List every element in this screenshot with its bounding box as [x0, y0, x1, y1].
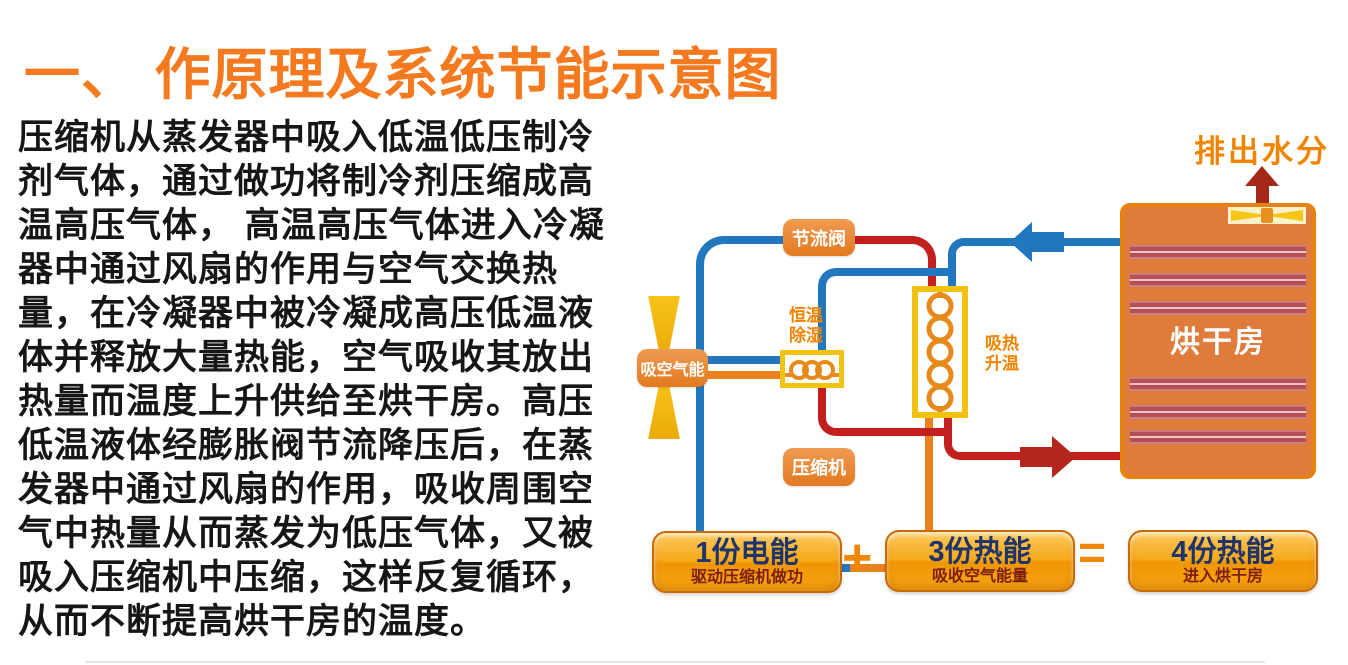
energy-button-heat-absorbed: 3份热能 吸收空气能量 — [885, 530, 1075, 592]
coil-icon — [926, 292, 954, 412]
drying-room-label: 烘干房 — [1170, 326, 1266, 359]
moisture-up-arrow-icon — [1242, 166, 1282, 207]
absorb-air-energy-label: 吸空气能 — [637, 349, 708, 387]
energy-title: 1份电能 — [695, 536, 799, 569]
page-title: 一、 作原理及系统节能示意图 — [24, 43, 782, 106]
inner-loop-red-pipe — [818, 360, 944, 436]
dehumidify-note: 恒温 除湿 — [789, 306, 823, 345]
room-stripe — [1130, 245, 1306, 259]
drying-room: 烘干房 — [1120, 203, 1316, 479]
heating-coil — [912, 286, 968, 418]
fan-icon — [648, 382, 680, 439]
flow-arrow-right-icon — [1020, 436, 1076, 478]
heat-pump-diagram: 节流阀 吸空气能 压缩机 恒温 除湿 吸热 升温 烘干房 排出水分 1份电能 驱… — [620, 100, 1348, 660]
plus-sign: + — [842, 529, 873, 587]
energy-title: 3份热能 — [928, 535, 1032, 568]
absorb-heat-note: 吸热 升温 — [985, 334, 1019, 373]
throttle-valve-label: 节流阀 — [783, 219, 855, 256]
equals-sign: = — [1078, 527, 1107, 580]
bottom-divider — [85, 661, 1265, 663]
inner-loop-blue-pipe — [818, 268, 952, 376]
energy-title: 4份热能 — [1171, 535, 1275, 568]
energy-subtitle: 吸收空气能量 — [931, 567, 1028, 585]
dehumidifier-coil — [780, 350, 844, 388]
fan-air-blue-pipe — [700, 356, 782, 364]
flow-arrow-left-icon — [1010, 222, 1064, 262]
energy-button-electric: 1份电能 驱动压缩机做功 — [652, 531, 842, 593]
room-stripe — [1130, 377, 1306, 391]
compressor-label: 压缩机 — [783, 448, 855, 486]
coil-icon — [785, 360, 839, 380]
room-stripe — [1130, 405, 1306, 419]
room-stripe — [1130, 430, 1306, 444]
fan-air-orange-pipe — [700, 371, 782, 379]
room-stripe — [1130, 301, 1306, 315]
energy-button-heat-output: 4份热能 进入烘干房 — [1128, 530, 1318, 592]
room-stripe — [1130, 273, 1306, 287]
outer-loop-red-pipe — [850, 236, 936, 290]
vent-fan-icon — [1228, 207, 1306, 224]
principle-paragraph: 压缩机从蒸发器中吸入低温低压制冷 剂气体，通过做功将制冷剂压缩成高 温高压气体，… — [18, 118, 605, 641]
energy-subtitle: 驱动压缩机做功 — [690, 568, 803, 586]
fan-icon — [648, 296, 680, 353]
energy-subtitle: 进入烘干房 — [1182, 567, 1263, 585]
discharge-moisture-label: 排出水分 — [1194, 134, 1330, 169]
